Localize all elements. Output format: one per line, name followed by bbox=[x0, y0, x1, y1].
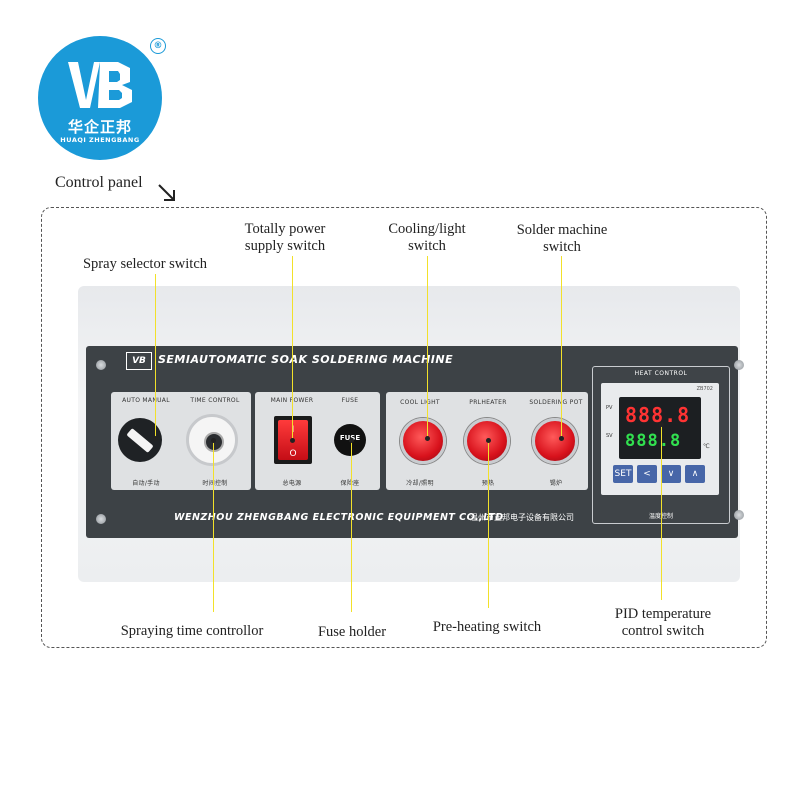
leader-line bbox=[427, 256, 428, 438]
fuse-label: FUSE bbox=[341, 397, 359, 404]
fuse-holder-label: Fuse holder bbox=[317, 624, 387, 640]
sv-readout: 888.8 bbox=[625, 431, 682, 451]
auto-manual-cn: 自动/手动 bbox=[132, 480, 160, 487]
pid-label-line2: control switch bbox=[621, 623, 705, 639]
total-power-label-line1: Totally power bbox=[244, 221, 326, 237]
main-power-label: MAIN POWER bbox=[270, 397, 314, 404]
control-panel-frame bbox=[41, 207, 767, 648]
preheater-cn: 预热 bbox=[458, 478, 518, 487]
pid-up-key[interactable]: ∧ bbox=[685, 465, 705, 483]
logo-chinese-text: 华企正邦 bbox=[67, 118, 132, 136]
leader-dot bbox=[659, 422, 664, 427]
solder-label-line2: switch bbox=[543, 239, 581, 255]
pid-label-line1: PID temperature bbox=[614, 606, 712, 622]
spraying-time-label: Spraying time controllor bbox=[120, 623, 264, 639]
cooling-label-line1: Cooling/light bbox=[388, 221, 466, 237]
heat-control-label: HEAT CONTROL bbox=[634, 370, 688, 377]
pv-label: PV bbox=[606, 405, 613, 411]
cool-light-cn: 冷却/照明 bbox=[406, 480, 434, 487]
vb-monogram-icon bbox=[68, 62, 132, 108]
leader-line bbox=[561, 256, 562, 438]
spray-selector-label: Spray selector switch bbox=[82, 256, 208, 272]
main-power-cn: 总电源 bbox=[282, 480, 302, 487]
soldering-pot-label: SOLDERING POT bbox=[529, 399, 583, 406]
faceplate-brand-badge: VB bbox=[126, 352, 152, 370]
solder-label-line1: Solder machine bbox=[516, 222, 608, 238]
screw-icon bbox=[734, 510, 744, 520]
soldering-pot-cn: 锡炉 bbox=[549, 480, 563, 487]
arrow-down-right-icon bbox=[158, 184, 175, 201]
leader-line bbox=[488, 440, 489, 608]
fuse-cn: 保险座 bbox=[340, 480, 360, 487]
auto-manual-label: AUTO MANUAL bbox=[122, 397, 170, 404]
faceplate-company-cn: 温州市正邦电子设备有限公司 bbox=[470, 513, 574, 522]
sv-label: SV bbox=[606, 433, 613, 439]
screw-icon bbox=[96, 514, 106, 524]
leader-dot bbox=[290, 438, 295, 443]
cool-light-label: COOL LIGHT bbox=[400, 399, 440, 406]
preheating-button[interactable] bbox=[464, 418, 510, 464]
leader-line bbox=[292, 256, 293, 440]
pv-readout: 888.8 bbox=[625, 403, 691, 427]
leader-line bbox=[213, 440, 214, 612]
registered-mark-icon: ® bbox=[150, 38, 166, 54]
cooling-light-button[interactable] bbox=[400, 418, 446, 464]
leader-dot bbox=[349, 438, 354, 443]
logo-english-text: HUAQI ZHENGBANG bbox=[60, 136, 140, 144]
leader-dot bbox=[153, 436, 158, 441]
leader-dot bbox=[486, 438, 491, 443]
solder-machine-button[interactable] bbox=[532, 418, 578, 464]
time-control-label: TIME CONTROL bbox=[190, 397, 240, 404]
leader-dot bbox=[559, 436, 564, 441]
pid-left-key[interactable]: < bbox=[637, 465, 657, 483]
screw-icon bbox=[734, 360, 744, 370]
control-panel-title: Control panel bbox=[55, 174, 143, 191]
leader-line bbox=[661, 424, 662, 600]
preheater-label: PRLHEATER bbox=[469, 399, 507, 406]
faceplate-company-name: WENZHOU ZHENGBANG ELECTRONIC EQUIPMENT C… bbox=[174, 512, 504, 523]
unit-label: ℃ bbox=[703, 443, 710, 450]
pid-model-label: ZB702 bbox=[696, 386, 713, 392]
leader-dot bbox=[211, 438, 216, 443]
time-control-cn: 时间控制 bbox=[202, 480, 228, 487]
cooling-label-line2: switch bbox=[408, 238, 446, 254]
pid-down-key[interactable]: ∨ bbox=[661, 465, 681, 483]
pid-face: ZB702 PV SV 888.8 888.8 ℃ SET < ∨ ∧ bbox=[601, 383, 719, 495]
pid-display: 888.8 888.8 bbox=[619, 397, 701, 459]
leader-line bbox=[155, 274, 156, 438]
pid-set-key[interactable]: SET bbox=[613, 465, 633, 483]
leader-line bbox=[351, 440, 352, 612]
leader-dot bbox=[425, 436, 430, 441]
company-logo: 华企正邦 HUAQI ZHENGBANG bbox=[38, 36, 162, 160]
preheating-label: Pre-heating switch bbox=[432, 619, 542, 635]
temperature-control-cn: 温度控制 bbox=[593, 511, 729, 520]
faceplate-title: SEMIAUTOMATIC SOAK SOLDERING MACHINE bbox=[158, 353, 454, 366]
total-power-label-line2: supply switch bbox=[244, 238, 326, 254]
screw-icon bbox=[96, 360, 106, 370]
